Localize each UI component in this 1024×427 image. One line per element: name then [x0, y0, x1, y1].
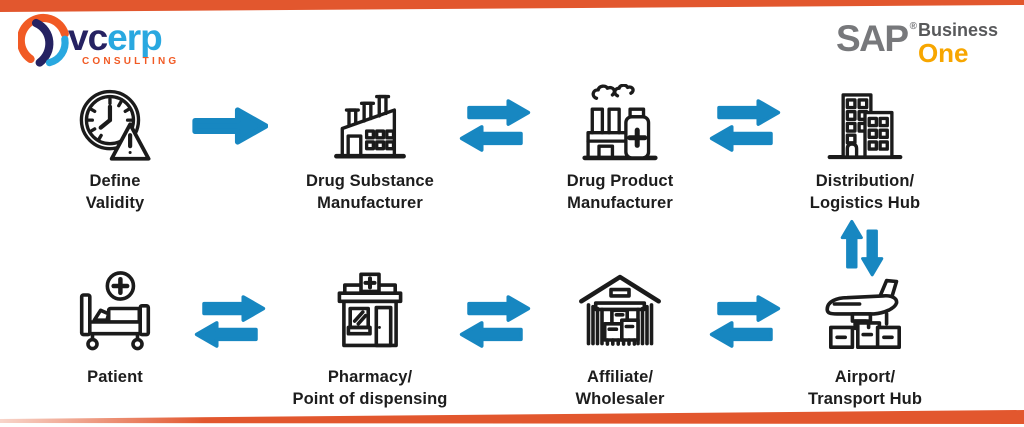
sap-brand-text: SAP: [836, 18, 909, 59]
buildings-icon: [820, 84, 910, 168]
node-label-patient: Patient: [87, 368, 143, 386]
two-way-arrows-icon: [458, 97, 532, 154]
hospital-bed-icon: [70, 268, 160, 358]
top-accent-bar: [0, 0, 1024, 12]
airplane-cargo-icon: [820, 268, 910, 358]
warehouse-boxes-icon: [575, 268, 665, 358]
factory-icon: [325, 84, 415, 168]
swirl-logo-icon: [18, 13, 69, 67]
bottom-accent-bar: [0, 410, 1024, 424]
vcerp-logo: vcerp CONSULTING: [18, 13, 179, 69]
node-label-distribution-logistics-hub: Distribution/Logistics Hub: [809, 172, 921, 212]
two-way-arrows-icon: [458, 293, 532, 350]
clock-warning-icon: [70, 84, 160, 168]
two-way-arrows-icon: [708, 293, 782, 350]
sap-business-one-logo: SAP ® Business One: [836, 20, 998, 66]
sap-product-one: One: [917, 38, 969, 68]
pharmacy-store-icon: [325, 268, 415, 358]
registered-trademark-icon: ®: [909, 21, 917, 32]
node-label-affiliate-wholesaler: Affiliate/Wholesaler: [575, 368, 665, 408]
factory-medicine-icon: [575, 84, 665, 168]
vcerp-wordmark: vcerp CONSULTING: [68, 19, 179, 67]
vcerp-word-erp: erp: [107, 17, 163, 58]
forward-arrow-icon: [192, 104, 268, 148]
two-way-arrows-icon: [708, 97, 782, 154]
node-label-airport-transport-hub: Airport/Transport Hub: [807, 368, 923, 408]
vcerp-word-vc: vc: [68, 17, 108, 58]
sap-product-business: Business: [917, 20, 998, 40]
two-way-arrows-icon: [193, 293, 267, 350]
node-label-pharmacy-point-of-dispensing: Pharmacy/Point of dispensing: [292, 368, 448, 408]
vcerp-tagline: CONSULTING: [82, 56, 180, 67]
